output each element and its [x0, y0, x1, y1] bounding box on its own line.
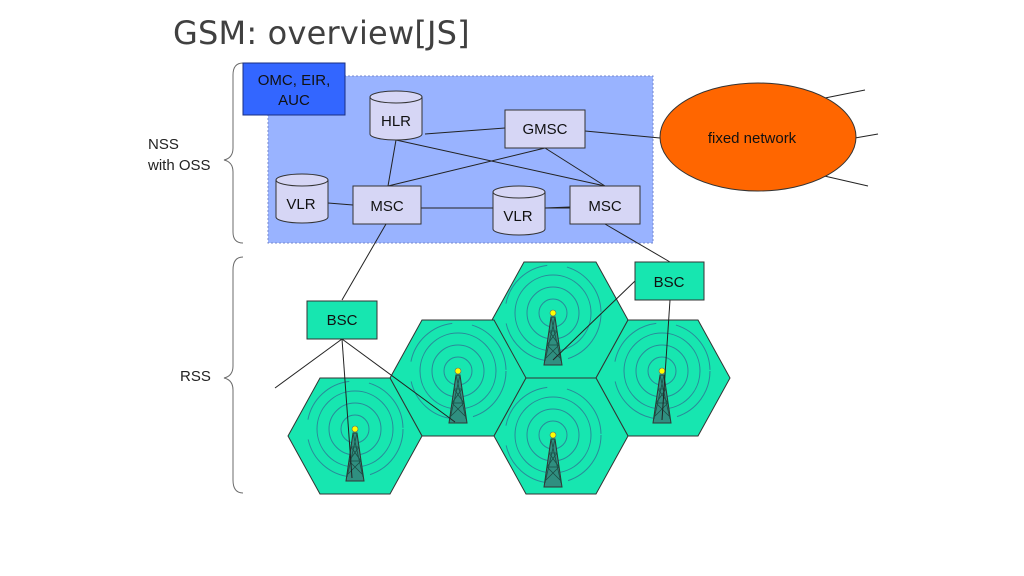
nss-label: NSS — [148, 136, 179, 153]
bsc-left-box — [306, 300, 378, 340]
hlr-label: HLR — [381, 113, 411, 130]
bsc-right-label: BSC — [654, 274, 685, 291]
vlr-right-database: VLR — [492, 185, 546, 236]
vlr-right-label: VLR — [503, 208, 532, 225]
rss-label: RSS — [180, 368, 211, 385]
omc-label-line2: AUC — [278, 92, 310, 109]
slide-title: GSM: overview[JS] — [173, 14, 470, 52]
msc-left-label: MSC — [370, 198, 404, 215]
vlr-left-database: VLR — [275, 173, 329, 224]
bsc-left-label: BSC — [327, 312, 358, 329]
nss-label-line2: with OSS — [147, 157, 211, 174]
fixed-network-label: fixed network — [708, 130, 797, 147]
omc-label-line1: OMC, EIR, — [258, 72, 331, 89]
fixed-network-ellipse — [659, 82, 857, 192]
gmsc-box — [504, 109, 586, 149]
msc-right-label: MSC — [588, 198, 622, 215]
gmsc-label: GMSC — [523, 121, 568, 138]
hlr-database: HLR — [369, 90, 423, 141]
rss-brace — [223, 256, 244, 494]
rss-connections — [274, 223, 671, 389]
bsc-antenna-links — [341, 280, 671, 479]
msc-left-box — [352, 185, 422, 225]
omc-eir-auc-box — [242, 62, 346, 116]
nss-brace — [223, 62, 244, 244]
bsc-right-box — [634, 261, 705, 301]
vlr-left-label: VLR — [286, 196, 315, 213]
